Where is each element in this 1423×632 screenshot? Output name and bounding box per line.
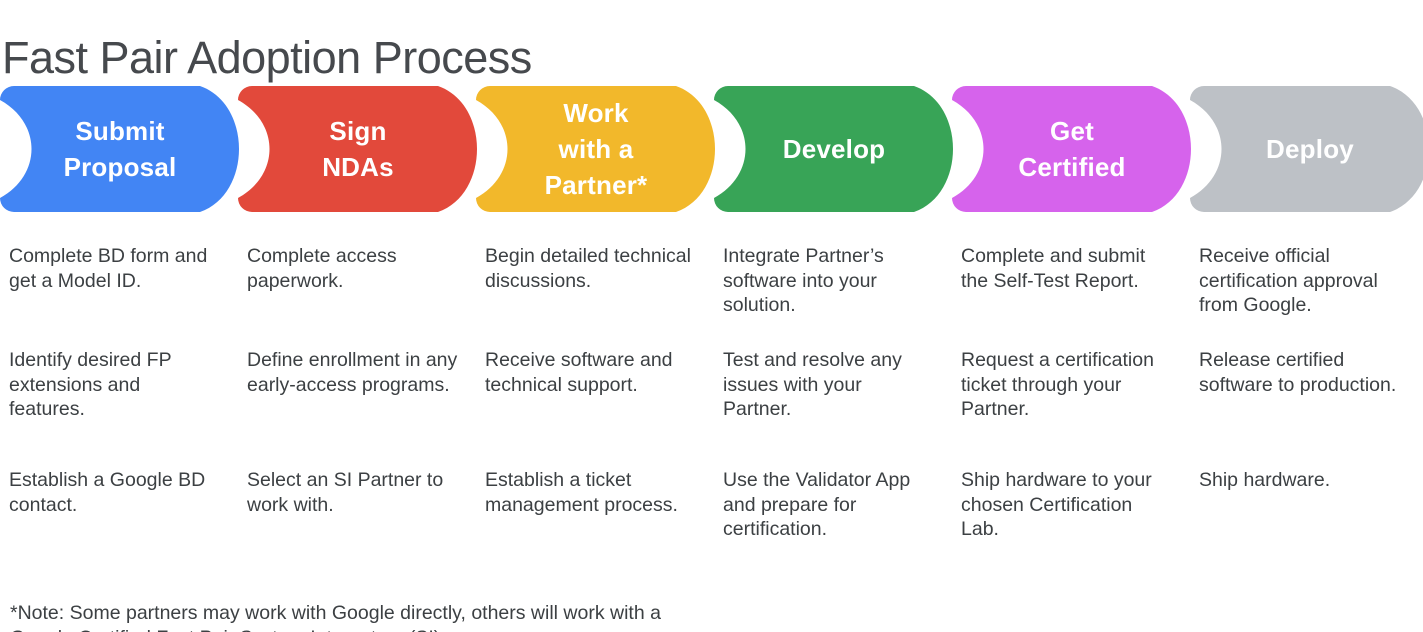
step-detail: Identify desired FP extensions and featu… bbox=[9, 349, 172, 421]
step-detail: Receive software and technical support. bbox=[485, 349, 673, 396]
step-detail: Release certified software to production… bbox=[1199, 349, 1397, 396]
step-label: Submit Proposal bbox=[63, 116, 177, 182]
step-detail: Select an SI Partner to work with. bbox=[247, 469, 444, 516]
step-detail: Complete access paperwork. bbox=[247, 245, 397, 292]
step-shape: Develop bbox=[714, 86, 954, 212]
step-arrow-shape-icon bbox=[476, 86, 715, 212]
step-label: Work with a Partner* bbox=[544, 98, 648, 200]
step-shape: Deploy bbox=[1190, 86, 1423, 212]
step-detail: Establish a Google BD contact. bbox=[9, 469, 206, 516]
step-label: Get Certified bbox=[1018, 116, 1126, 182]
step-detail: Integrate Partner’s software into your s… bbox=[723, 245, 884, 317]
step-column-4: Develop Integrate Partner’s software int… bbox=[714, 86, 954, 632]
step-label: Deploy bbox=[1266, 134, 1354, 164]
step-arrow-shape-icon bbox=[1190, 86, 1423, 212]
step-arrow-shape-icon bbox=[238, 86, 477, 212]
step-shape: Work with a Partner* bbox=[476, 86, 716, 212]
step-detail: Complete BD form and get a Model ID. bbox=[9, 245, 208, 292]
step-column-2: Sign NDAs Complete access paperwork. Def… bbox=[238, 86, 478, 632]
step-detail: Use the Validator App and prepare for ce… bbox=[723, 469, 911, 541]
step-detail: Complete and submit the Self-Test Report… bbox=[961, 245, 1146, 292]
step-column-3: Work with a Partner* Begin detailed tech… bbox=[476, 86, 716, 632]
step-detail: Establish a ticket management process. bbox=[485, 469, 678, 516]
step-arrow-shape-icon bbox=[0, 86, 239, 212]
footnote: *Note: Some partners may work with Googl… bbox=[10, 601, 661, 632]
step-detail: Define enrollment in any early-access pr… bbox=[247, 349, 458, 396]
step-label: Sign NDAs bbox=[322, 116, 394, 182]
step-label: Develop bbox=[782, 134, 886, 164]
step-detail: Ship hardware to your chosen Certificati… bbox=[961, 469, 1152, 541]
step-shape: Get Certified bbox=[952, 86, 1192, 212]
step-detail: Receive official certification approval … bbox=[1199, 245, 1378, 317]
step-column-1: Submit Proposal Complete BD form and get… bbox=[0, 86, 240, 632]
step-arrow-shape-icon bbox=[714, 86, 953, 212]
step-shape: Sign NDAs bbox=[238, 86, 478, 212]
step-detail: Test and resolve any issues with your Pa… bbox=[723, 349, 902, 421]
step-detail: Ship hardware. bbox=[1199, 469, 1331, 491]
step-shape: Submit Proposal bbox=[0, 86, 240, 212]
step-detail: Begin detailed technical discussions. bbox=[485, 245, 691, 292]
step-column-5: Get Certified Complete and submit the Se… bbox=[952, 86, 1192, 632]
page-title: Fast Pair Adoption Process bbox=[2, 32, 532, 84]
step-detail: Request a certification ticket through y… bbox=[961, 349, 1154, 421]
step-column-6: Deploy Receive official certification ap… bbox=[1190, 86, 1423, 632]
step-arrow-shape-icon bbox=[952, 86, 1191, 212]
